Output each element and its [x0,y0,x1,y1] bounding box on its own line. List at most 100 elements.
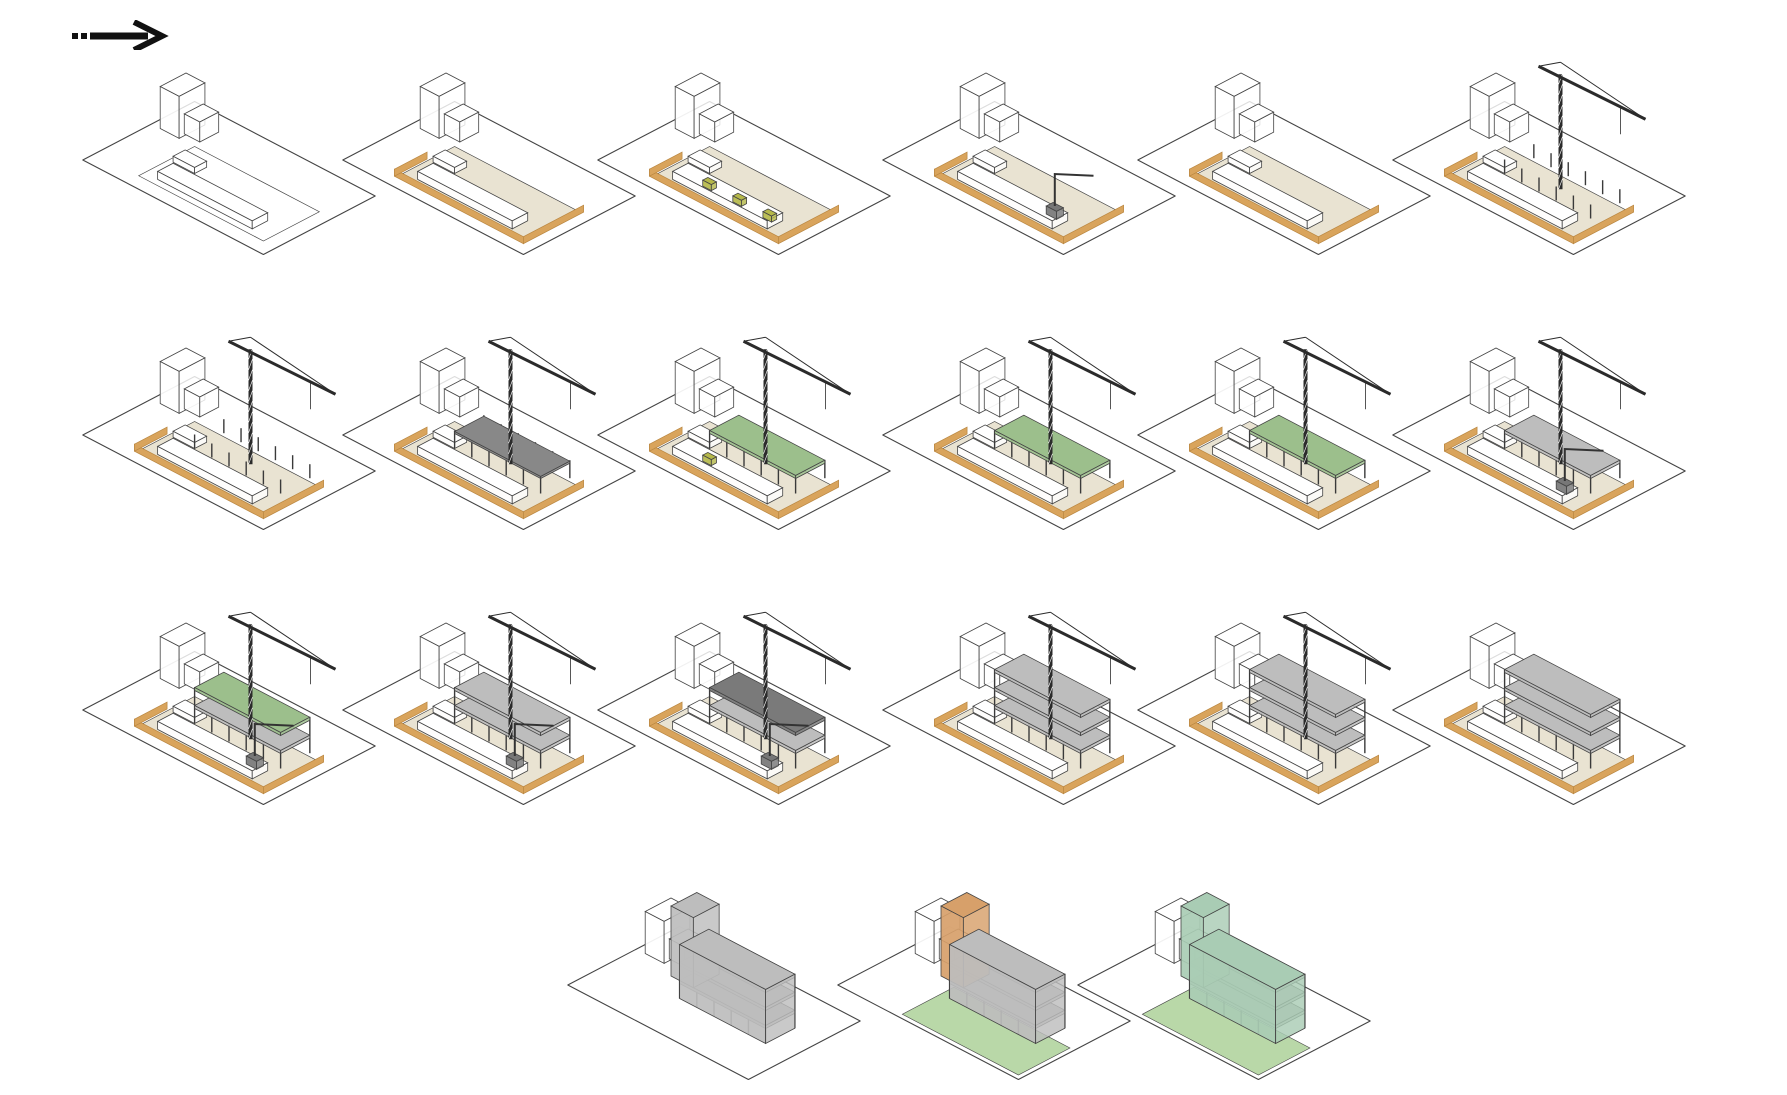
small-block [172,149,208,175]
sequence-step-beams [330,315,636,545]
sequence-step-existing [70,40,376,270]
sequence-step-columns [70,315,376,545]
columns [193,419,311,494]
low-block [156,712,269,780]
low-block [1466,712,1579,780]
small-block [1227,699,1263,725]
low-block [671,162,784,230]
site-hoarding [134,701,324,795]
site-hoarding [394,426,584,520]
existing-annex [443,378,480,418]
low-block [956,162,1069,230]
small-block [1482,149,1518,175]
pump-truck [505,751,525,771]
site-hoarding [649,426,839,520]
sequence-step-foundation [1125,40,1431,270]
sequence-step-hoarding [330,40,636,270]
sequence-step-level2-form [70,590,376,820]
tower-crane [742,336,852,465]
low-block [416,712,529,780]
tower-crane [1027,336,1137,465]
small-block [972,149,1008,175]
tower-crane [487,336,597,465]
tower-crane [227,611,337,740]
existing-annex [1493,378,1530,418]
construction-machine [701,176,718,192]
sequence-step-complete [1065,865,1371,1095]
floor-slab [1503,653,1621,719]
sequence-step-formwork [585,315,891,545]
lawn [1141,986,1311,1076]
existing-annex [698,103,735,143]
sequence-step-crane [1380,40,1686,270]
site-hoarding [1189,426,1379,520]
low-block [671,712,784,780]
existing-annex [183,103,220,143]
site-hoarding [1444,701,1634,795]
site-hoarding [394,701,584,795]
pump-truck [760,751,780,771]
concrete-pump [760,722,809,771]
small-block [972,424,1008,450]
sequence-step-pour [1380,315,1686,545]
site-hoarding [1189,701,1379,795]
building-mass [1188,928,1306,1045]
pump-truck [245,751,265,771]
tower-crane [1282,611,1392,740]
site-hoarding [1444,151,1634,245]
site-hoarding [1444,426,1634,520]
low-block [1211,437,1324,505]
building-mass [948,928,1066,1045]
sequence-step-rebar [1125,315,1431,545]
sequence-step-concrete [870,40,1176,270]
small-block [687,149,723,175]
existing-annex [443,103,480,143]
sequence-step-level3-slab [870,590,1176,820]
existing-annex [1238,378,1275,418]
site-hoarding [934,426,1124,520]
site-hoarding [394,151,584,245]
tower-crane [1537,61,1647,190]
tower-crane [1537,336,1647,465]
low-block [671,437,784,505]
existing-annex [1238,103,1275,143]
site-hoarding [649,151,839,245]
construction-machine [762,208,778,223]
low-block [156,162,269,230]
sequence-step-level3-frame [585,590,891,820]
pump-truck [1555,476,1575,496]
low-block [1466,437,1579,505]
existing-annex [983,103,1020,143]
site-hoarding [1189,151,1379,245]
construction-machine [701,451,718,467]
building-mass [678,928,796,1045]
small-block [172,424,208,450]
tower-crane [1027,611,1137,740]
sequence-step-landscape [825,865,1131,1095]
site-hoarding [649,701,839,795]
concrete-pump [1045,172,1094,221]
sequence-step-formwork2 [870,315,1176,545]
low-block [956,437,1069,505]
low-block [1466,162,1579,230]
site-hoarding [934,151,1124,245]
columns [1503,144,1621,219]
tower-crane [487,611,597,740]
concrete-pump [1555,447,1604,496]
existing-annex [983,378,1020,418]
low-block [1211,162,1324,230]
site-hoarding [934,701,1124,795]
existing-annex [698,378,735,418]
tower-crane [227,336,337,465]
low-block [956,712,1069,780]
tower-crane [1282,336,1392,465]
small-block [1227,149,1263,175]
pump-truck [1045,201,1065,221]
sequence-step-level2-slab [330,590,636,820]
low-block [1211,712,1324,780]
concrete-pump [505,722,554,771]
lawn [901,986,1071,1076]
concrete-pump [245,722,294,771]
sequence-step-roof [1125,590,1431,820]
